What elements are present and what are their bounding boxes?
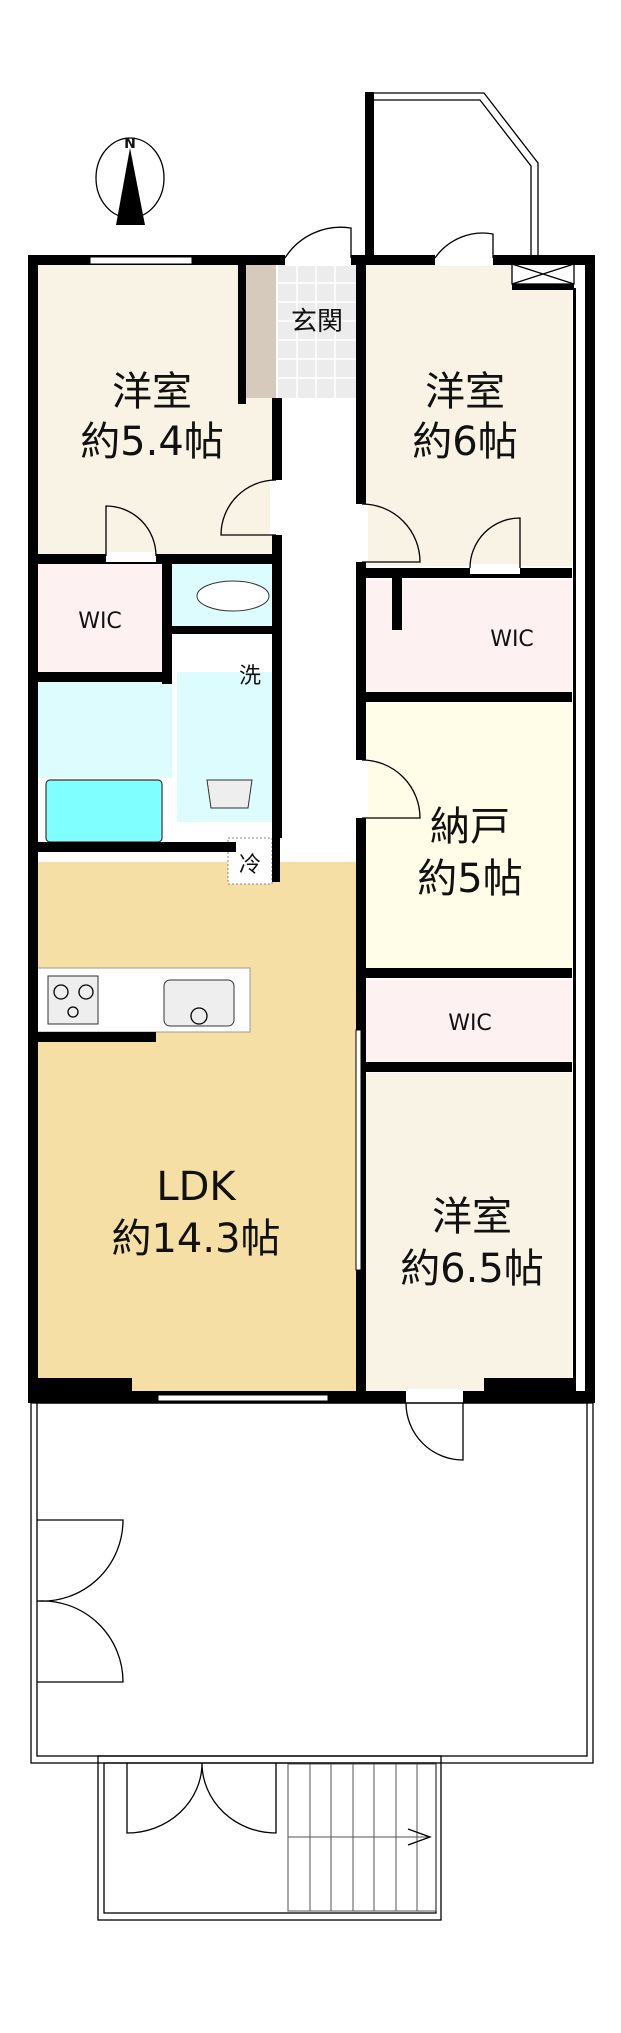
ldk-size: 約14.3帖 <box>111 1216 280 1262</box>
ldk-name: LDK <box>156 1164 237 1210</box>
wic-right-label: WIC <box>490 627 534 652</box>
western-2-name: 洋室 <box>425 369 505 415</box>
doors <box>105 226 521 1461</box>
bathtub <box>45 779 163 843</box>
storage-size: 約5帖 <box>417 856 522 902</box>
sink-icon <box>163 979 235 1027</box>
room-ldk <box>36 862 356 1392</box>
storage-name: 納戸 <box>430 804 510 850</box>
wic-left-label: WIC <box>78 609 122 634</box>
compass-icon: N <box>95 136 165 225</box>
room-bathroom <box>36 682 172 778</box>
window-ldk <box>157 1394 329 1402</box>
western-2-size: 約6帖 <box>412 419 517 465</box>
entrance-tiles <box>278 264 356 398</box>
kitchen-counter <box>35 967 251 1042</box>
room-western-2 <box>366 264 572 566</box>
stairway <box>97 1755 442 1921</box>
toilet-icon <box>196 580 270 612</box>
room-storage <box>366 703 572 968</box>
western-3-name: 洋室 <box>432 1194 512 1240</box>
porch-alcove <box>365 92 539 257</box>
ps-box <box>511 263 575 285</box>
hallway <box>282 398 356 838</box>
compass-north-label: N <box>124 136 136 152</box>
room-wic-lower <box>366 980 572 1063</box>
western-1-name: 洋室 <box>112 369 192 415</box>
wic-lower-label: WIC <box>448 1011 492 1036</box>
washroom-label: 洗 <box>239 664 261 689</box>
entrance-step <box>246 264 276 398</box>
room-wic-left <box>36 564 162 674</box>
room-western-1 <box>36 264 272 556</box>
western-1-size: 約5.4帖 <box>80 419 224 465</box>
fridge-label: 冷 <box>239 853 261 878</box>
stair-arrow-icon <box>407 1828 432 1846</box>
western-3-size: 約6.5帖 <box>400 1246 544 1292</box>
balcony <box>30 1402 594 1764</box>
stove-icon <box>47 975 99 1025</box>
entrance-label: 玄関 <box>291 307 343 337</box>
room-western-3 <box>366 1073 572 1393</box>
sliding-door-ldk <box>355 1029 362 1271</box>
window-western-1 <box>89 256 193 265</box>
washbasin-icon <box>206 779 253 809</box>
